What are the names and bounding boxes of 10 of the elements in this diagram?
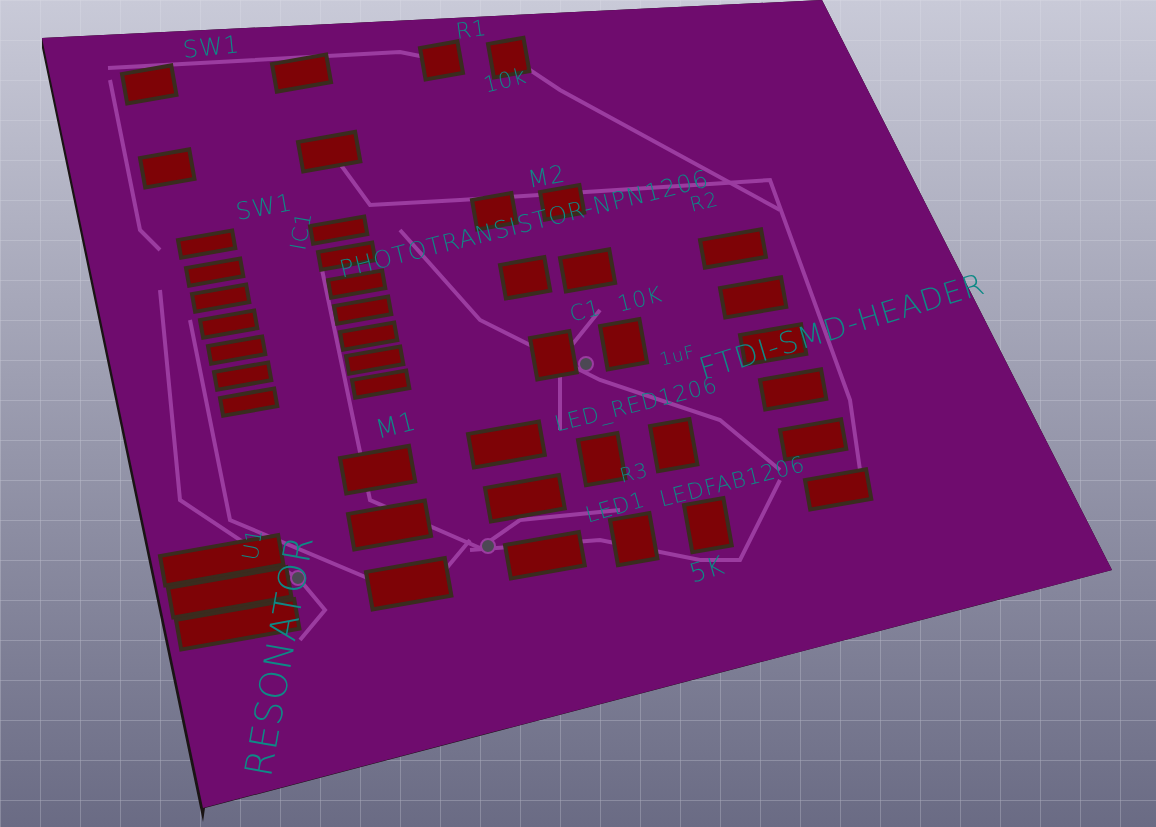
silkscreen-label: R3 (617, 459, 651, 486)
silkscreen-label: R1 (454, 16, 489, 43)
silkscreen-label: 10k (481, 64, 530, 97)
silkscreen-label: C1 (567, 296, 604, 326)
silkscreen-label: 1uF (657, 342, 698, 369)
silkscreen-label: 5K (686, 551, 728, 587)
silkscreen-label: LED1 (582, 488, 648, 527)
silkscreen-label: M1 (372, 407, 419, 443)
silkscreen-label: 10K (615, 283, 665, 316)
silkscreen-label: SW1 (181, 32, 242, 62)
